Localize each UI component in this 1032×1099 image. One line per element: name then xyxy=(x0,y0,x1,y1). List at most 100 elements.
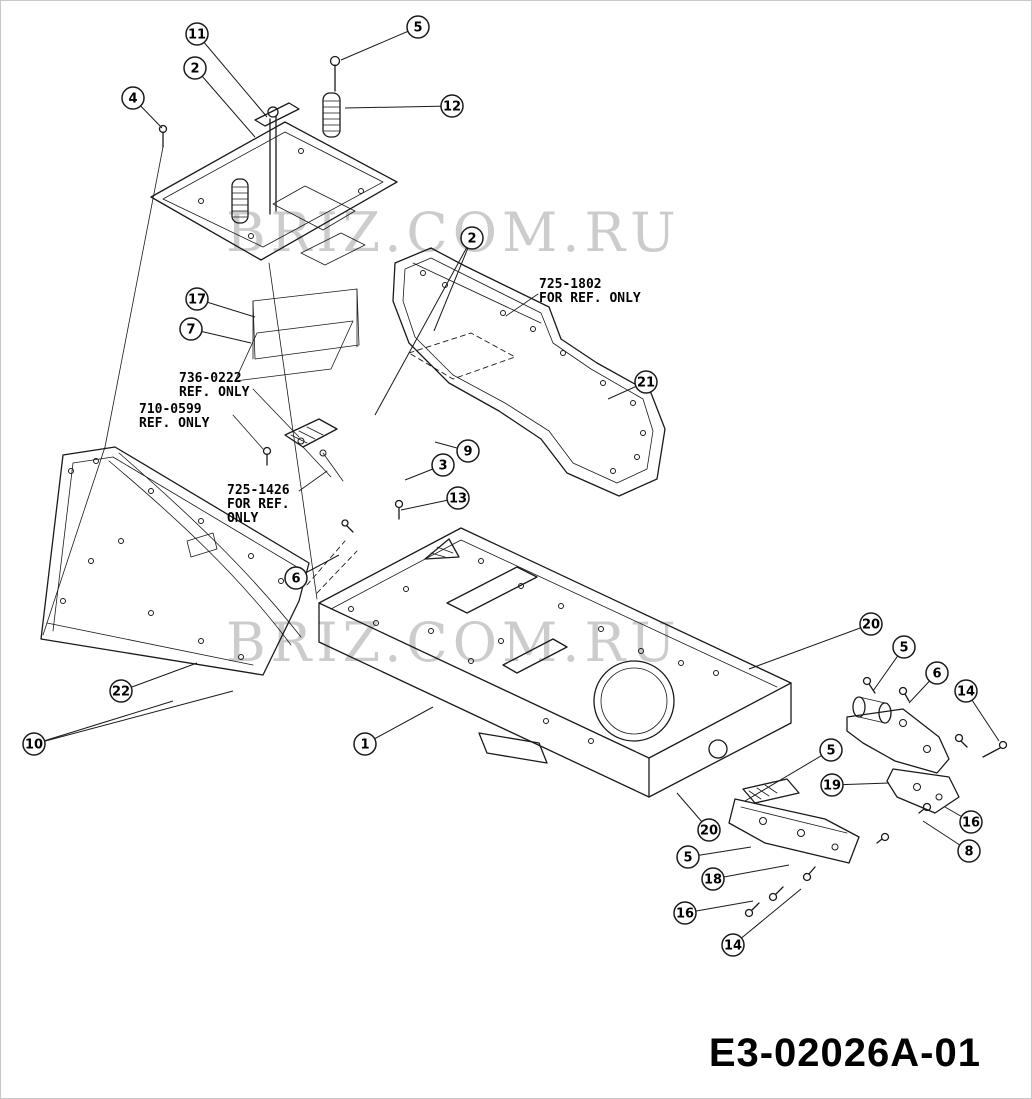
callout-16: 16 xyxy=(944,806,983,834)
callout-18: 18 xyxy=(701,864,790,891)
callout-balloon xyxy=(721,933,745,957)
callout-balloon xyxy=(121,86,145,110)
callout-balloon xyxy=(892,635,916,659)
callout-5: 5 xyxy=(676,845,752,869)
leader-line xyxy=(194,67,256,138)
callout-number: 5 xyxy=(826,744,835,759)
callout-balloon xyxy=(460,226,484,250)
callout-19: 19 xyxy=(820,773,890,797)
callout-number: 8 xyxy=(964,845,973,860)
callout-balloon xyxy=(673,901,697,925)
right-brackets xyxy=(728,696,960,864)
main-frame xyxy=(318,527,792,798)
fasteners xyxy=(341,499,1008,918)
callout-number: 5 xyxy=(683,851,692,866)
watermark-text: BRIZ.COM.RU xyxy=(226,611,681,674)
ref-label-725-1802: 725-1802 FOR REF. ONLY xyxy=(539,277,641,306)
callout-balloon xyxy=(676,845,700,869)
callout-balloon xyxy=(284,566,308,590)
callout-number: 9 xyxy=(463,445,472,460)
callout-10: 10 xyxy=(22,690,234,756)
callout-number: 4 xyxy=(128,92,137,107)
dashed-leaders xyxy=(306,540,358,594)
callout-7: 7 xyxy=(179,317,252,344)
ref-label-725-1426: 725-1426 FOR REF. ONLY xyxy=(227,483,290,526)
callout-number: 17 xyxy=(188,293,206,308)
callout-balloon xyxy=(440,94,464,118)
callout-13: 13 xyxy=(400,486,470,511)
leader-line xyxy=(364,706,434,745)
callout-balloon xyxy=(959,810,983,834)
callout-balloon xyxy=(22,732,46,756)
callout-17: 17 xyxy=(185,287,256,318)
callout-number: 2 xyxy=(190,62,199,77)
diagram-id-label: E3-02026A-01 xyxy=(708,1031,981,1075)
ref-label-710-0599: 710-0599 REF. ONLY xyxy=(139,402,210,431)
callout-8: 8 xyxy=(922,820,981,863)
callout-balloon xyxy=(183,56,207,80)
callout-balloon xyxy=(353,732,377,756)
callout-number: 3 xyxy=(438,459,447,474)
callout-balloon xyxy=(185,22,209,46)
leader-line xyxy=(33,690,234,745)
callout-number: 13 xyxy=(449,492,467,507)
watermark-text: BRIZ.COM.RU xyxy=(226,201,681,264)
leader-line xyxy=(732,888,802,946)
ref-leader-lines xyxy=(232,293,539,492)
leader-line xyxy=(712,864,790,880)
callout-number: 16 xyxy=(676,907,694,922)
callout-balloon xyxy=(456,439,480,463)
ref-label-736-0222: 736-0222 REF. ONLY xyxy=(179,371,250,400)
callout-5: 5 xyxy=(872,635,916,692)
callout-number: 6 xyxy=(932,667,941,682)
callout-balloon xyxy=(859,612,883,636)
callout-balloon xyxy=(954,679,978,703)
callout-number: 1 xyxy=(360,738,369,753)
callout-balloon xyxy=(634,370,658,394)
leader-line xyxy=(433,237,473,332)
callout-balloon xyxy=(820,773,844,797)
callout-number: 20 xyxy=(700,824,718,839)
callout-balloon xyxy=(697,818,721,842)
callout-number: 5 xyxy=(899,641,908,656)
callout-number: 20 xyxy=(862,618,880,633)
battery-tray-assembly xyxy=(150,55,398,266)
leader-line xyxy=(748,623,872,670)
callout-balloon xyxy=(406,15,430,39)
callout-6: 6 xyxy=(908,661,949,704)
callout-balloon xyxy=(957,839,981,863)
diagram-line-art xyxy=(40,55,1008,918)
callout-number: 19 xyxy=(823,779,841,794)
callout-3: 3 xyxy=(404,453,455,481)
callout-balloon xyxy=(431,453,455,477)
callout-number: 7 xyxy=(186,323,195,338)
callout-21: 21 xyxy=(607,370,658,400)
callout-balloon xyxy=(446,486,470,510)
callout-16: 16 xyxy=(673,900,754,925)
callout-number: 6 xyxy=(291,572,300,587)
callout-11: 11 xyxy=(185,22,268,118)
callout-20: 20 xyxy=(748,612,883,670)
callout-balloon xyxy=(819,738,843,762)
callout-balloon xyxy=(179,317,203,341)
callout-balloon xyxy=(701,867,725,891)
callout-20: 20 xyxy=(676,792,721,842)
leader-line xyxy=(340,26,419,61)
leader-line xyxy=(33,700,174,745)
callout-number: 10 xyxy=(25,738,43,753)
callout-number: 2 xyxy=(467,232,476,247)
callout-number: 11 xyxy=(188,28,206,43)
callout-balloon xyxy=(185,287,209,311)
callout-1: 1 xyxy=(353,706,434,756)
callout-12: 12 xyxy=(344,94,464,118)
leader-line xyxy=(744,749,832,802)
leader-line xyxy=(120,662,198,692)
callout-5: 5 xyxy=(744,738,843,802)
callout-22: 22 xyxy=(109,662,198,703)
callout-balloon xyxy=(109,679,133,703)
callout-number: 22 xyxy=(112,685,130,700)
leader-line xyxy=(344,105,453,109)
callout-number: 16 xyxy=(962,816,980,831)
